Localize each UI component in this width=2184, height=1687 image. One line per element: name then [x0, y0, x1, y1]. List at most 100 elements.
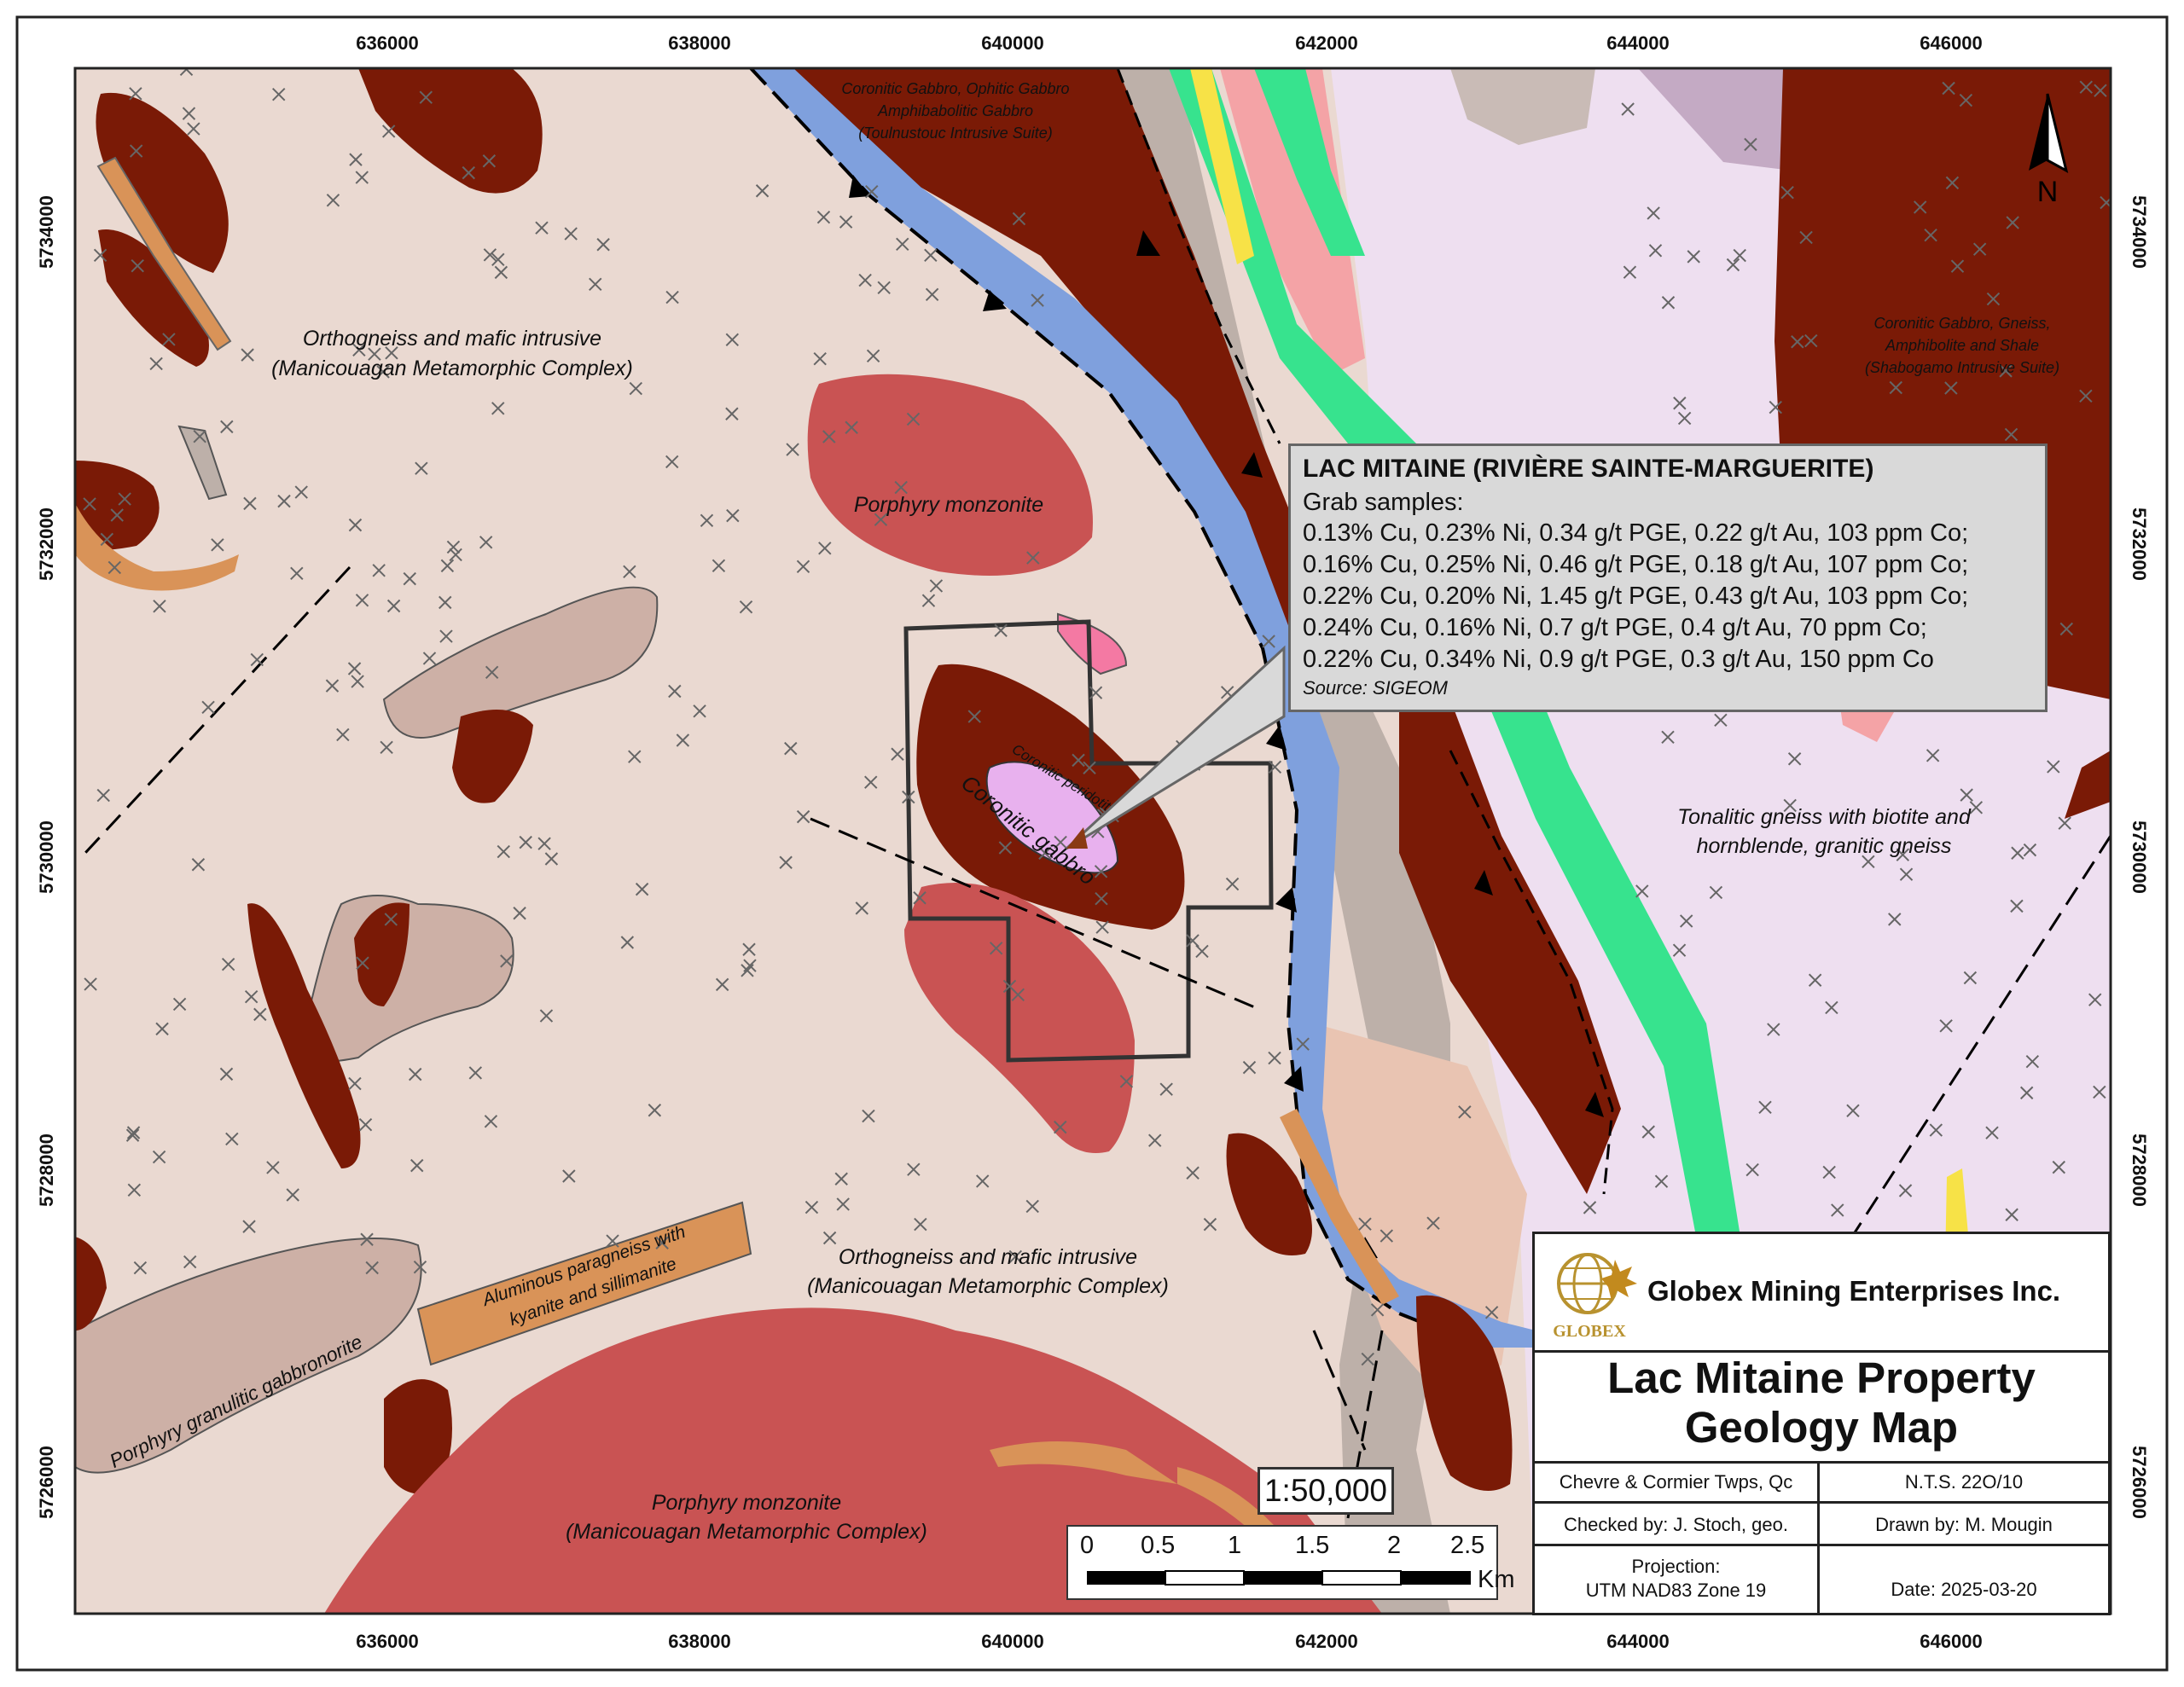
y-tick-label: 5734000 [2129, 195, 2150, 269]
sample-marker-icon [409, 1067, 422, 1081]
sample-marker-icon [1621, 102, 1635, 116]
sample-marker-icon [755, 184, 770, 198]
sample-marker-icon [355, 171, 369, 184]
sample-marker-icon [1012, 212, 1026, 226]
sample-marker-icon [1744, 137, 1757, 152]
sample-marker-icon [253, 1007, 267, 1022]
sample-marker-icon [172, 997, 187, 1012]
sample-marker-icon [376, 365, 390, 379]
sample-marker-icon [1679, 914, 1693, 928]
projection-label: Projection: [1631, 1556, 1721, 1577]
sample-marker-icon [865, 184, 879, 199]
sample-marker-icon [1296, 1037, 1310, 1051]
sample-marker-icon [877, 281, 891, 294]
sample-marker-icon [1767, 1023, 1780, 1036]
sample-marker-icon [133, 1261, 148, 1275]
sample-marker-icon [668, 684, 682, 699]
y-tick-label: 5728000 [2129, 1133, 2150, 1207]
sample-marker-icon [129, 87, 142, 101]
sample-marker-icon [242, 1220, 256, 1233]
sample-marker-icon [562, 1169, 576, 1183]
sample-row: 0.24% Cu, 0.16% Ni, 0.7 g/t PGE, 0.4 g/t… [1303, 614, 1927, 641]
sample-marker-icon [1972, 242, 1987, 256]
sample-marker-icon [712, 559, 726, 572]
sample-marker-icon [1924, 228, 1937, 242]
x-tick-label: 644000 [1606, 1631, 1669, 1652]
sample-marker-icon [1641, 1125, 1655, 1139]
sample-marker-icon [187, 122, 200, 136]
sample-marker-icon [2047, 760, 2060, 774]
x-tick-label: 636000 [356, 1631, 418, 1652]
scale-tick-label: 1 [1228, 1532, 1242, 1559]
unit-label: Orthogneiss and mafic intrusive [303, 327, 601, 351]
sample-marker-icon [906, 412, 921, 426]
sample-marker-icon [1426, 1216, 1440, 1230]
sample-marker-icon [2010, 899, 2024, 913]
sample-marker-icon [629, 381, 643, 396]
thrust-teeth [849, 175, 1604, 1261]
unit-label: (Shabogamo Intrusive Suite) [1865, 359, 2059, 376]
unit-label: hornblende, granitic gneiss [1697, 834, 1952, 858]
sample-marker-icon [914, 1217, 927, 1232]
map-title: Lac Mitaine Property Geology Map [1535, 1350, 2108, 1464]
sample-marker-icon [1648, 244, 1663, 258]
x-tick-label: 636000 [356, 32, 418, 54]
thrust-fault [749, 68, 1485, 1349]
sample-marker-icon [1929, 1123, 1943, 1137]
sample-marker-icon [535, 221, 549, 235]
mafic-body [75, 461, 160, 550]
sample-marker-icon [676, 733, 690, 747]
mafic-body [1416, 1295, 1513, 1491]
sample-marker-icon [2004, 427, 2018, 442]
callout-subtitle: Grab samples: [1303, 489, 1464, 516]
sample-marker-icon [365, 1261, 379, 1275]
sample-marker-icon [1822, 1165, 1836, 1180]
north-label: N [2037, 176, 2059, 208]
title-block: GLOBEX Globex Mining Enterprises Inc. La… [1532, 1232, 2111, 1615]
unit-label: Coronitic Gabbro, Gneiss, [1873, 315, 2050, 332]
sample-marker-icon [1926, 749, 1940, 762]
scale-tick-label: 0 [1080, 1532, 1095, 1559]
company-header: GLOBEX Globex Mining Enterprises Inc. [1535, 1234, 2108, 1353]
sample-marker-icon [381, 125, 396, 138]
mafic-body [247, 903, 361, 1168]
sample-marker-icon [413, 1261, 427, 1274]
sample-marker-icon [211, 538, 224, 552]
sample-marker-icon [866, 349, 880, 362]
sample-marker-icon [201, 700, 215, 715]
sample-marker-icon [1203, 1217, 1217, 1232]
map-title-line: Geology Map [1684, 1403, 1959, 1452]
callout-pointer [1065, 645, 1286, 850]
y-tick-label: 5732000 [2129, 507, 2150, 581]
unit-label: (Manicouagan Metamorphic Complex) [566, 1520, 927, 1544]
sample-marker-icon [153, 600, 166, 613]
sample-marker-icon [385, 346, 398, 360]
sample-marker-icon [1054, 835, 1067, 849]
unit-label: Orthogneiss and mafic intrusive [839, 1245, 1137, 1269]
sample-marker-icon [1799, 230, 1813, 245]
sample-marker-icon [836, 1197, 850, 1211]
sample-marker-icon [635, 882, 649, 896]
sample-marker-icon [1804, 333, 1818, 348]
sample-marker-icon [2079, 80, 2093, 94]
sample-marker-icon [2058, 816, 2071, 830]
sample-marker-icon [355, 594, 369, 607]
sample-marker-icon [1008, 1249, 1023, 1264]
mafic-body [452, 710, 533, 803]
sample-row: 0.16% Cu, 0.25% Ni, 0.46 g/t PGE, 0.18 g… [1303, 551, 1969, 578]
gabbronorite-body [75, 1238, 422, 1474]
unit-label: (Toulnustouc Intrusive Suite) [858, 125, 1052, 142]
sample-marker-icon [1026, 551, 1040, 565]
sample-marker-icon [110, 508, 124, 522]
sample-marker-icon [266, 1161, 280, 1174]
x-tick-label: 638000 [668, 32, 730, 54]
sample-marker-icon [1654, 1174, 1669, 1188]
sample-row: 0.22% Cu, 0.34% Ni, 0.9 g/t PGE, 0.3 g/t… [1303, 646, 1934, 673]
sample-marker-icon [349, 153, 363, 166]
sample-marker-icon [620, 936, 635, 949]
sample-marker-icon [779, 855, 793, 869]
sample-marker-icon [155, 1022, 169, 1036]
paragneiss-body [416, 1201, 752, 1366]
map-frame [73, 67, 2112, 1615]
sample-marker-icon [419, 90, 433, 104]
